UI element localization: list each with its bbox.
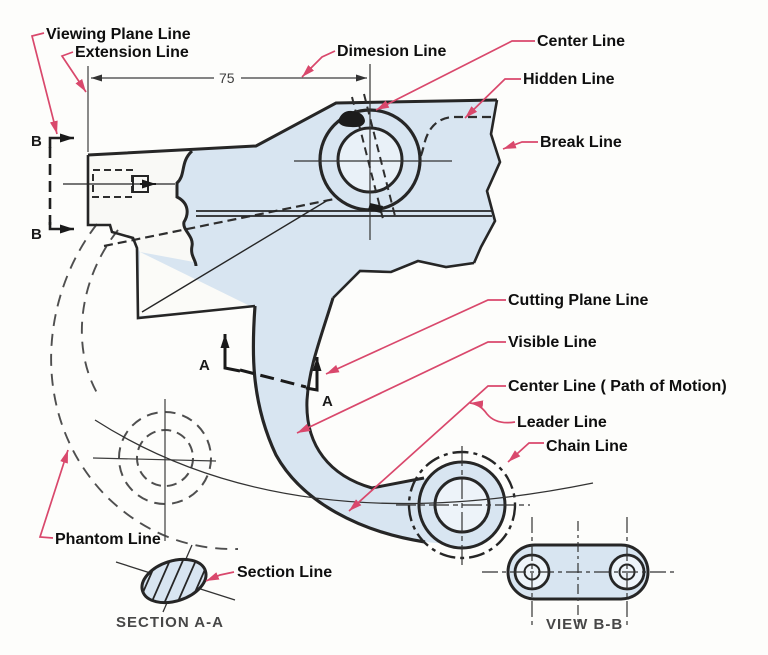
- caption-section-aa: SECTION A-A: [116, 614, 224, 631]
- view-bb-center-lines: [482, 517, 676, 628]
- label-extension-line: Extension Line: [75, 44, 189, 61]
- dimension-value: 75: [219, 70, 235, 86]
- viewing-plane-line-bb: [48, 133, 74, 234]
- label-dimension-line: Dimesion Line: [337, 43, 446, 60]
- label-chain-line: Chain Line: [546, 438, 628, 455]
- leader-extension: [60, 51, 87, 93]
- label-viewing-plane-line: Viewing Plane Line: [46, 26, 191, 43]
- lower-hub: [396, 446, 530, 568]
- leader-center-motion: [348, 385, 506, 512]
- marker-a-left: A: [199, 357, 210, 374]
- boss: [294, 64, 452, 240]
- label-leader-line: Leader Line: [517, 414, 607, 431]
- leader-viewing-plane: [30, 32, 58, 135]
- marker-a-right: A: [322, 393, 333, 410]
- marker-b-top: B: [31, 133, 42, 150]
- leader-center-top: [375, 40, 535, 111]
- leader-break: [502, 140, 538, 150]
- dimension-group: [87, 66, 367, 152]
- body-edge-diagonal: [141, 199, 329, 313]
- leader-hidden: [464, 78, 521, 119]
- phantom-hub-center-lines: [92, 399, 217, 541]
- break-line-edge: [472, 99, 502, 264]
- label-visible-line: Visible Line: [508, 334, 597, 351]
- view-bb-detail: [482, 517, 676, 628]
- leader-phantom: [38, 449, 69, 539]
- boss-clamp-blob-bottom: [368, 203, 383, 213]
- path-of-motion-center-line: [94, 419, 594, 505]
- leader-cutting-plane: [325, 299, 506, 375]
- text-labels: Viewing Plane Line Extension Line Dimesi…: [31, 26, 727, 633]
- leader-chain: [507, 442, 544, 463]
- label-cutting-plane-line: Cutting Plane Line: [508, 292, 649, 309]
- label-section-line: Section Line: [237, 564, 332, 581]
- leader-visible: [296, 341, 506, 434]
- label-phantom-line: Phantom Line: [55, 531, 161, 548]
- leader-dimension: [301, 50, 336, 78]
- leader-lines: [30, 32, 544, 582]
- leader-leader-line: [469, 400, 516, 424]
- marker-b-bottom: B: [31, 226, 42, 243]
- label-hidden-line: Hidden Line: [523, 71, 615, 88]
- caption-view-bb: VIEW B-B: [546, 616, 623, 633]
- section-aa-detail: [115, 544, 236, 613]
- boss-clamp-blob: [338, 110, 365, 128]
- visible-outlines: [86, 98, 502, 544]
- cutting-plane-line-aa: [220, 334, 322, 392]
- label-center-line-path-of-motion: Center Line ( Path of Motion): [508, 378, 727, 395]
- leader-section: [205, 571, 235, 582]
- label-break-line: Break Line: [540, 134, 622, 151]
- label-center-line: Center Line: [537, 33, 625, 50]
